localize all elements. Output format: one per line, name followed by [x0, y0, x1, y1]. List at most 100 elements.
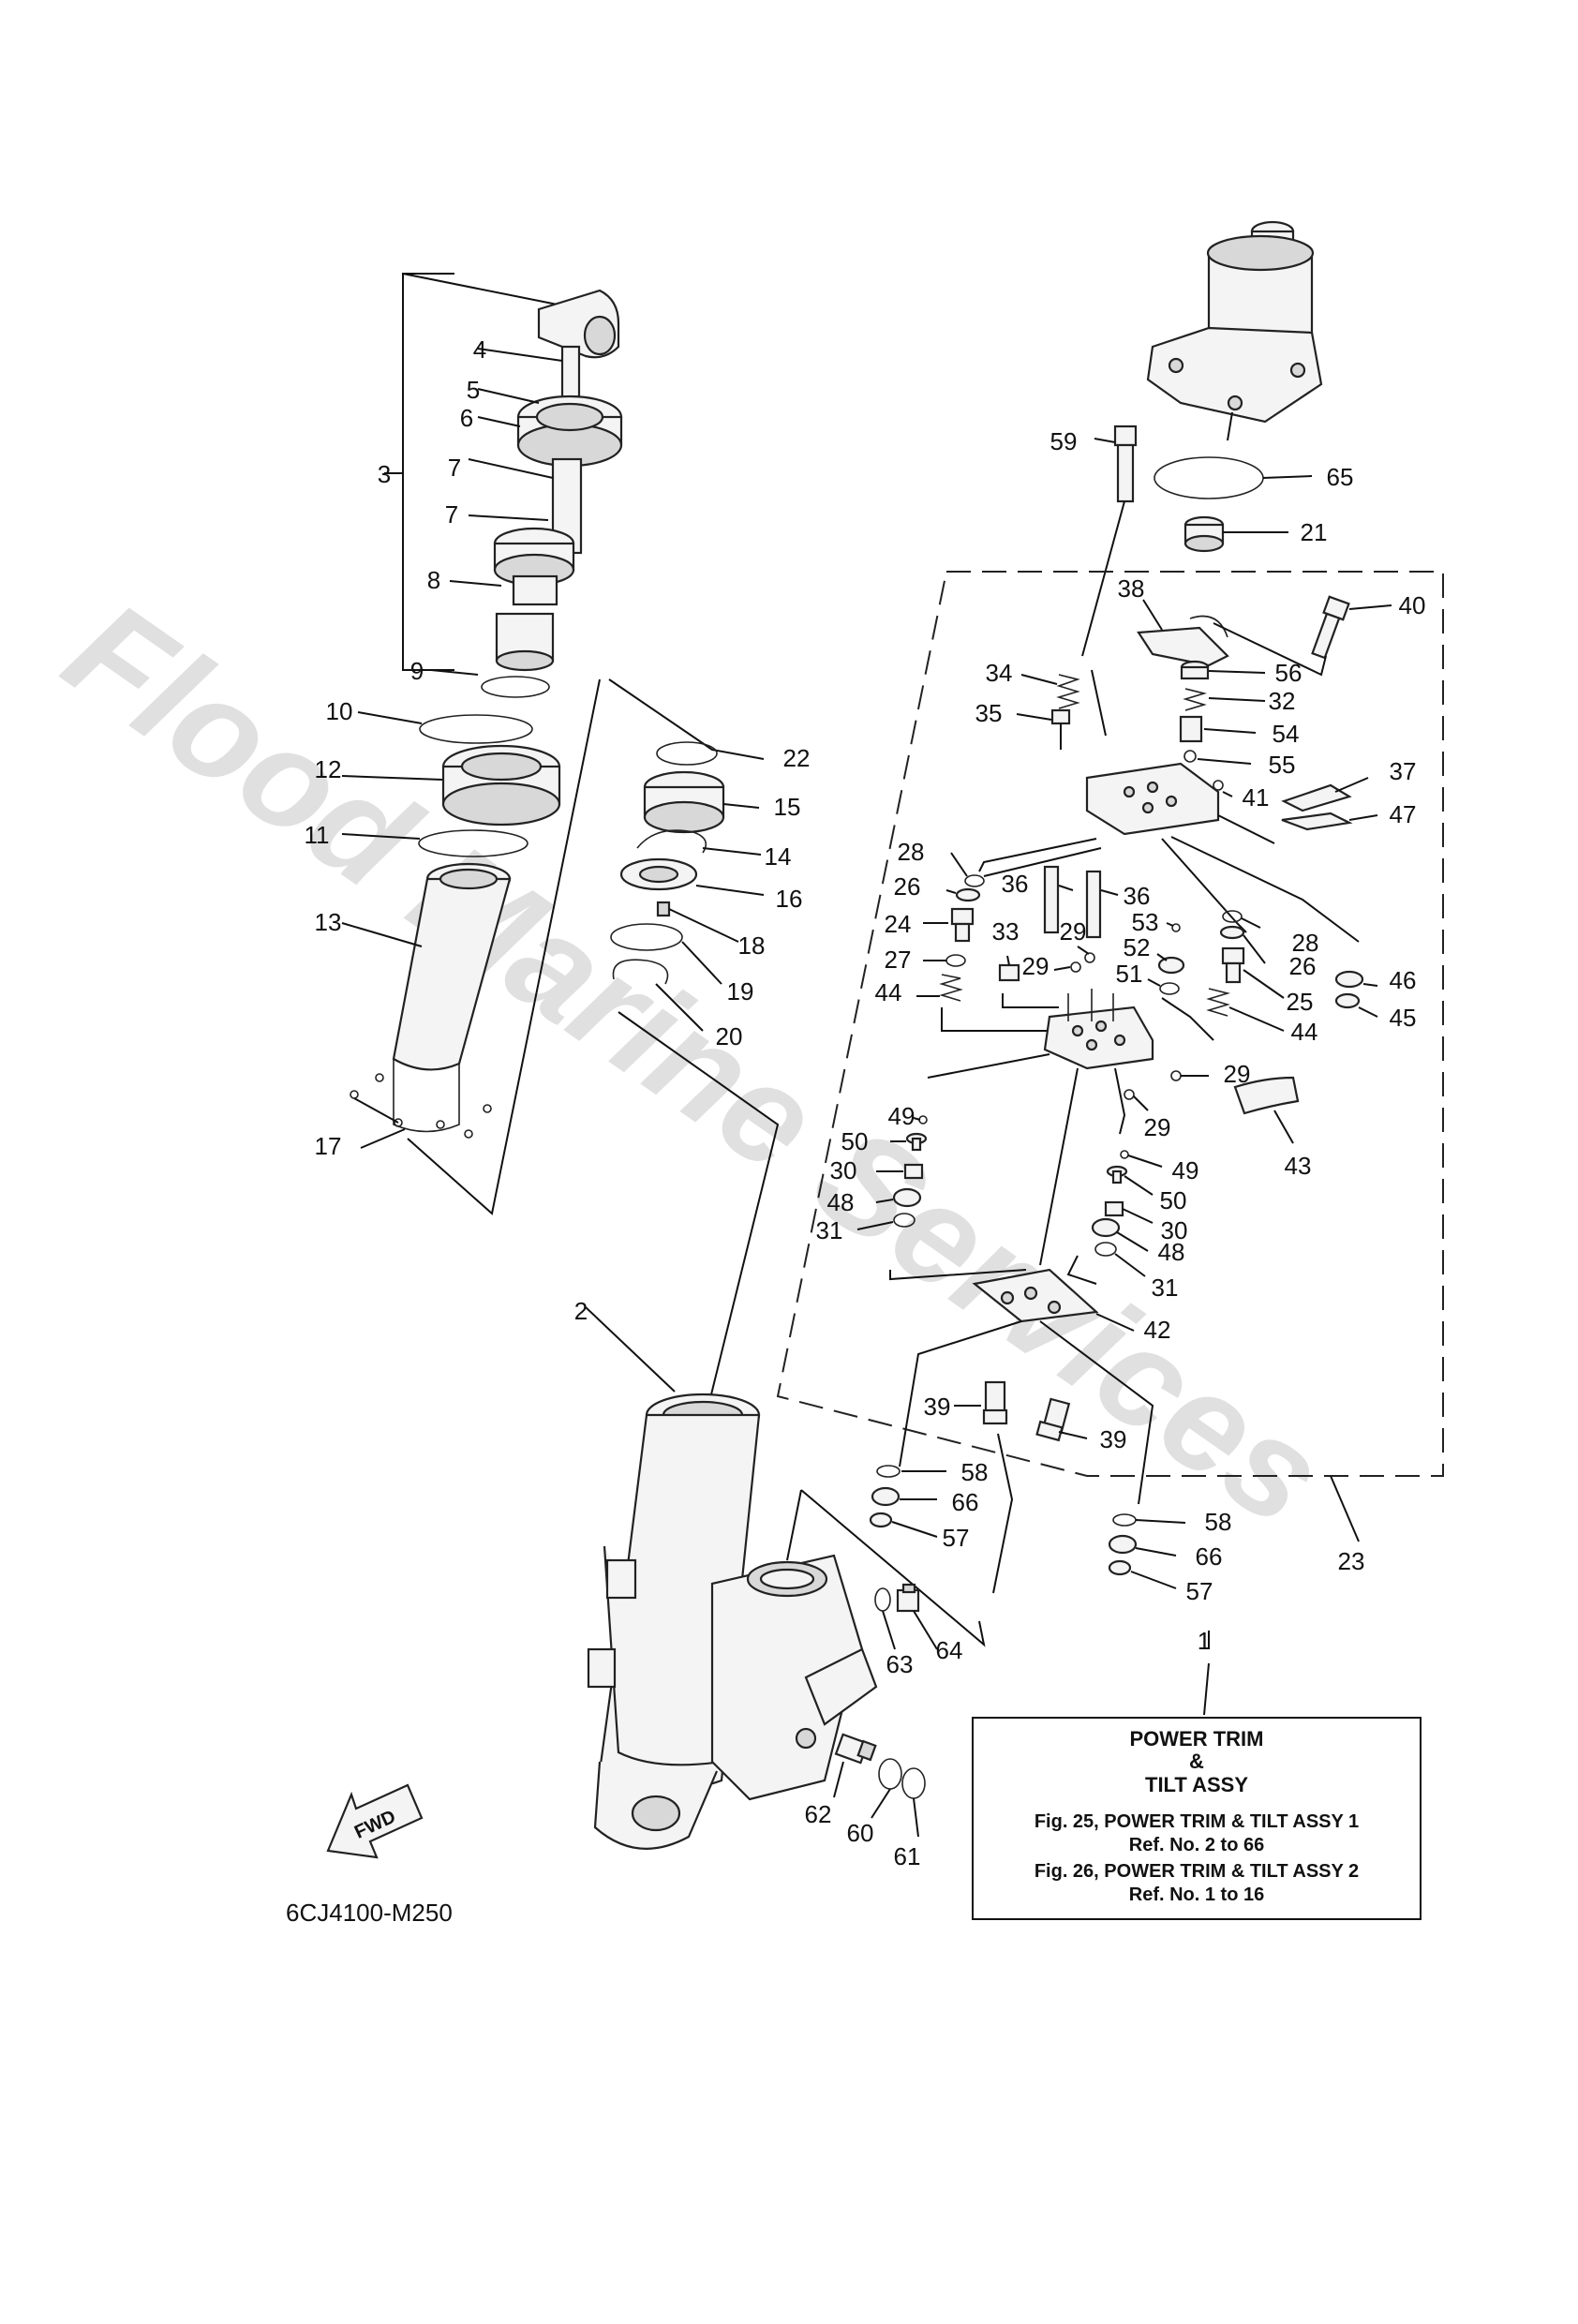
part-66b: [1108, 1534, 1138, 1555]
callout-label: 57: [1186, 1577, 1213, 1605]
part-59-bolt: [1113, 425, 1138, 503]
callout-label: 62: [805, 1800, 832, 1828]
part-46: [1334, 970, 1364, 989]
callout-label: 31: [1152, 1274, 1179, 1302]
part-53: [1171, 923, 1181, 932]
part-36b: [1085, 870, 1102, 939]
callout-label: 42: [1144, 1316, 1171, 1344]
part-49a: [918, 1115, 928, 1125]
part-64-plug: [896, 1583, 920, 1613]
callout-label: 11: [305, 821, 330, 849]
middle-loose-parts: [608, 678, 780, 1449]
valve-parts-upper: [1016, 660, 1266, 765]
part-57b: [1108, 1559, 1132, 1576]
callout-label: 29: [1022, 952, 1050, 980]
info-title-2: &: [1189, 1750, 1204, 1773]
part-47: [1281, 812, 1353, 831]
part-9-oring: [481, 676, 550, 698]
callout-label: 34: [986, 659, 1013, 687]
callout-labels: 1 2 3 4 5 6 7 7 8 9 10 11 12 13 14 15 16…: [305, 335, 1426, 1870]
part-30a: [903, 1163, 924, 1180]
info-ref2: Fig. 26, POWER TRIM & TILT ASSY 2: [1035, 1861, 1359, 1882]
info-ref1-nums: Ref. No. 2 to 66: [1129, 1835, 1264, 1855]
part-22-oring: [656, 741, 718, 766]
part-4-rod-end: [537, 289, 620, 414]
callout-label: 63: [886, 1650, 914, 1678]
callout-label: 48: [1158, 1238, 1185, 1266]
callout-label: 15: [774, 793, 801, 821]
part-56: [1180, 660, 1210, 680]
callout-label: 25: [1287, 988, 1314, 1016]
callout-label: 36: [1002, 870, 1029, 898]
callout-label: 4: [473, 335, 486, 364]
part-28b: [1222, 910, 1243, 923]
valve-assembly-box: [776, 571, 1444, 1542]
callout-label: 61: [894, 1842, 921, 1870]
part-8-piston: [493, 527, 575, 672]
part-29d: [1124, 1089, 1135, 1100]
part-38: [1137, 626, 1229, 667]
callout-label: 43: [1285, 1152, 1312, 1180]
callout-label: 16: [776, 885, 803, 913]
callout-label: 55: [1269, 751, 1296, 779]
part-6-gland: [516, 395, 623, 468]
callout-label: 21: [1301, 518, 1328, 546]
info-title-1: POWER TRIM: [1130, 1727, 1264, 1750]
callout-label: 50: [841, 1127, 869, 1155]
part-42-plate: [899, 1268, 1154, 1505]
callout-label: 40: [1399, 591, 1426, 619]
part-25: [1221, 946, 1245, 984]
part-39b: [1035, 1397, 1071, 1442]
callout-label: 2: [574, 1297, 588, 1325]
callout-label: 52: [1124, 933, 1151, 961]
top-parts: [1081, 425, 1313, 657]
part-31a: [893, 1213, 916, 1228]
callout-label: 48: [827, 1188, 855, 1216]
callout-label: 18: [738, 931, 766, 960]
callout-label: 45: [1390, 1004, 1417, 1032]
part-13-cylinder: [392, 862, 512, 1133]
callout-label: 27: [885, 946, 912, 974]
callout-label: 41: [1243, 783, 1270, 812]
part-19-washer: [610, 923, 683, 951]
callout-label: 8: [427, 566, 440, 594]
part-29c: [1170, 1070, 1182, 1081]
part-54: [1179, 715, 1203, 743]
callout-label: 57: [943, 1524, 970, 1552]
callout-label: 58: [1205, 1508, 1232, 1536]
part-50b: [1106, 1165, 1128, 1184]
lower-fasteners: [869, 1380, 1210, 1716]
part-26b: [1219, 925, 1245, 940]
part-10-oring: [419, 714, 533, 744]
part-45: [1334, 992, 1361, 1009]
part-62-plug: [834, 1733, 877, 1765]
part-52: [1157, 956, 1185, 975]
callout-label: 30: [1161, 1216, 1188, 1244]
valve-parts-lower-right: [1066, 1150, 1163, 1285]
callout-label: 35: [975, 699, 1003, 727]
part-29b: [1084, 952, 1095, 963]
part-30b: [1104, 1200, 1124, 1217]
callout-label: 59: [1050, 427, 1078, 455]
callout-label: 39: [1100, 1425, 1127, 1453]
part-60-oring: [878, 1758, 902, 1790]
part-14-clip: [636, 829, 707, 854]
part-44a: [939, 974, 963, 1002]
part-35: [1050, 708, 1071, 725]
part-44b: [1206, 988, 1231, 1017]
callout-label: 14: [765, 842, 792, 871]
part-33: [998, 963, 1020, 982]
callout-label: 51: [1116, 960, 1143, 988]
callout-label: 37: [1390, 757, 1417, 785]
callout-label: 47: [1390, 800, 1417, 828]
part-58a: [876, 1465, 901, 1478]
part-31b: [1094, 1242, 1117, 1257]
motor-assembly: [1146, 220, 1323, 441]
callout-label: 60: [847, 1819, 874, 1847]
callout-label: 33: [992, 917, 1020, 946]
part-40-bolt: [1311, 595, 1350, 660]
tilt-rod-group: [384, 273, 623, 676]
fitting-parts: [833, 1583, 938, 1838]
callout-label: 28: [898, 838, 925, 866]
callout-label: 53: [1132, 908, 1159, 936]
